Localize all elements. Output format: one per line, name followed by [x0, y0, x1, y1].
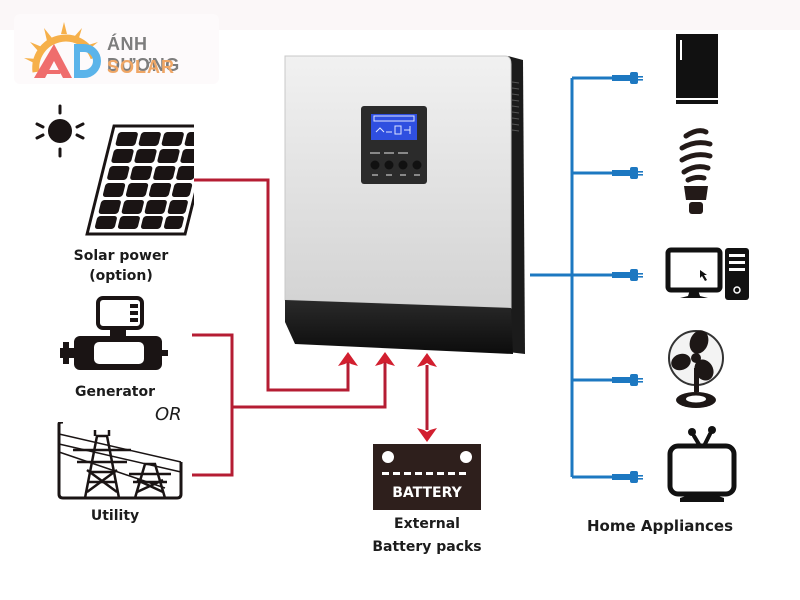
brand-logo: ÁNH DƯƠNG SOLAR [14, 14, 219, 84]
sun-icon [35, 104, 85, 158]
sun-ad-logo-icon [24, 22, 101, 78]
generator-icon [60, 296, 168, 370]
battery-badge: BATTERY [392, 485, 462, 501]
battery-label-line1: External [394, 516, 460, 532]
tv-icon [667, 426, 737, 502]
solar-panel-icon [35, 104, 194, 236]
battery-arrow-down [417, 428, 437, 442]
plug-icon [612, 72, 643, 84]
generator-label: Generator [74, 384, 155, 400]
plug-icon [612, 374, 643, 386]
or-label: OR [155, 404, 182, 425]
generator-wire [192, 333, 234, 477]
battery-icon: BATTERY [373, 444, 481, 510]
solar-label-line2: (option) [89, 268, 153, 284]
battery-label-line2: Battery packs [372, 539, 482, 555]
plug-icons [612, 72, 643, 483]
home-appliances-label: Home Appliances [586, 517, 734, 535]
solar-label-line1: Solar power [73, 248, 169, 264]
plug-icon [612, 167, 643, 179]
battery-arrow-up [417, 353, 437, 367]
brand-sub: SOLAR [107, 57, 175, 77]
brand-name: ÁNH DƯƠNG [107, 34, 180, 75]
solar-arrow [338, 352, 358, 366]
grid-wire [232, 362, 387, 409]
plug-icon [612, 269, 643, 281]
grid-arrow [375, 352, 395, 366]
refrigerator-icon [676, 34, 718, 104]
solar-wire [190, 178, 350, 392]
plug-icon [612, 471, 643, 483]
utility-label: Utility [90, 508, 140, 524]
power-tower-icon [57, 422, 183, 500]
fan-icon [668, 330, 724, 408]
light-bulb-icon [679, 128, 713, 214]
hybrid-inverter-icon [284, 55, 525, 354]
computer-icon [665, 247, 749, 300]
